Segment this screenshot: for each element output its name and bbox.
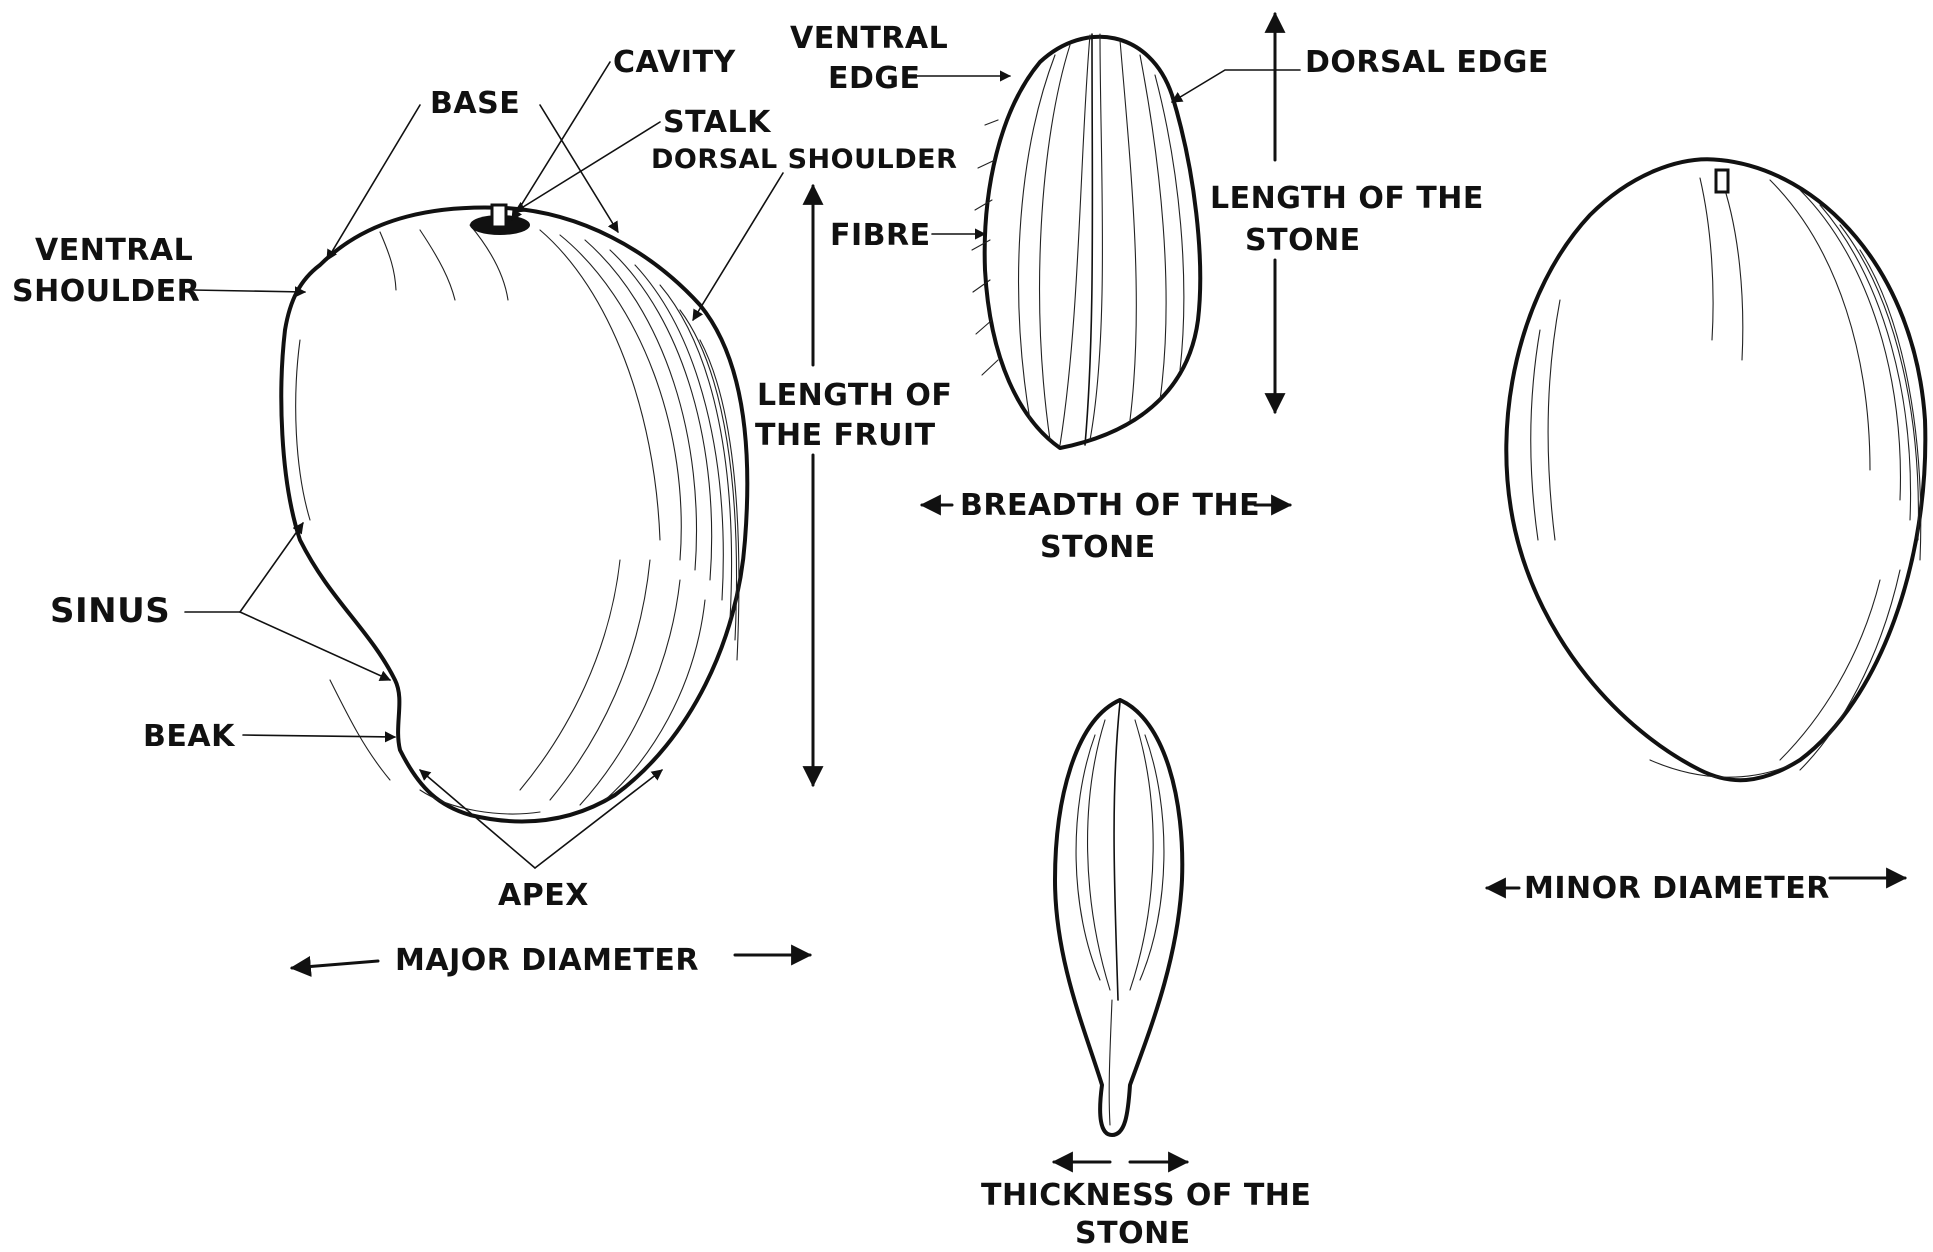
label-apex: APEX bbox=[498, 878, 589, 913]
label-dorsal-shoulder: DORSAL SHOULDER bbox=[651, 144, 957, 175]
mango-stone-edge bbox=[1055, 700, 1182, 1135]
fruit-front-annotations: MINOR DIAMETER bbox=[1487, 871, 1905, 906]
label-cavity: CAVITY bbox=[613, 45, 737, 80]
fruit-front-outline bbox=[1506, 159, 1925, 780]
label-breadth-2: STONE bbox=[1040, 530, 1156, 565]
label-base: BASE bbox=[430, 86, 520, 121]
stone-edge-annotations: THICKNESS OF THE STONE bbox=[981, 1162, 1311, 1247]
label-major-diameter: MAJOR DIAMETER bbox=[395, 943, 699, 978]
mango-fruit-side bbox=[281, 205, 747, 821]
label-length-fruit-2: THE FRUIT bbox=[755, 418, 936, 453]
label-minor-diameter: MINOR DIAMETER bbox=[1524, 871, 1830, 906]
label-beak: BEAK bbox=[143, 719, 236, 754]
label-thickness-2: STONE bbox=[1075, 1216, 1191, 1247]
mango-fruit-front bbox=[1506, 159, 1925, 780]
mango-stone-side bbox=[972, 34, 1200, 448]
label-sinus: SINUS bbox=[50, 591, 170, 631]
label-dorsal-edge: DORSAL EDGE bbox=[1305, 45, 1549, 80]
label-length-fruit-1: LENGTH OF bbox=[757, 378, 952, 413]
front-stalk-mark bbox=[1716, 170, 1728, 192]
label-stalk: STALK bbox=[663, 105, 772, 140]
fruit-outline bbox=[281, 208, 747, 822]
label-breadth-1: BREADTH OF THE bbox=[960, 488, 1260, 523]
stone-edge-outline bbox=[1055, 700, 1182, 1135]
label-fibre: FIBRE bbox=[830, 218, 931, 253]
label-thickness-1: THICKNESS OF THE bbox=[981, 1178, 1311, 1213]
label-stone-edge: EDGE bbox=[828, 61, 921, 96]
label-ventral: VENTRAL bbox=[35, 233, 193, 268]
label-stone-ventral: VENTRAL bbox=[790, 21, 948, 56]
stalk-mark bbox=[492, 205, 506, 227]
label-shoulder: SHOULDER bbox=[12, 274, 200, 309]
label-length-stone-1: LENGTH OF THE bbox=[1210, 181, 1484, 216]
label-length-stone-2: STONE bbox=[1245, 223, 1361, 258]
